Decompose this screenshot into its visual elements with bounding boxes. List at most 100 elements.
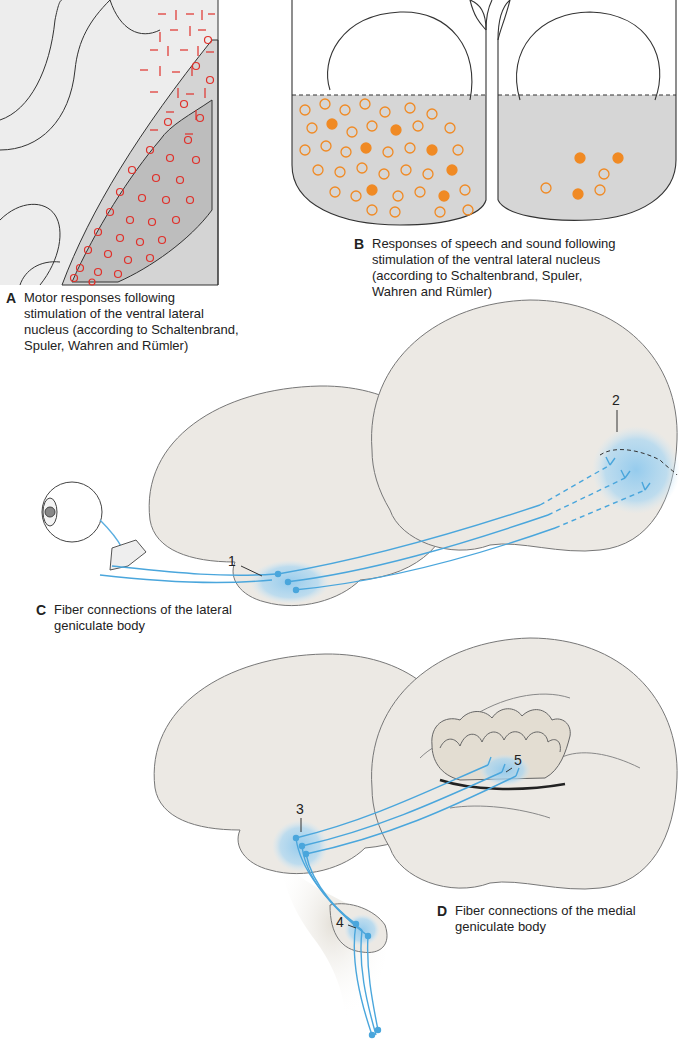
opened-insula-part [440, 732, 560, 752]
visual-fibers-part [276, 572, 281, 577]
motor-response-points-part [95, 229, 102, 236]
motor-response-points-part [181, 101, 188, 108]
motor-response-points-part [207, 77, 214, 84]
speech-response-points-part [541, 183, 551, 193]
leader-lines-part [241, 566, 262, 576]
visual-fibers-part [606, 457, 650, 490]
motor-response-dashes-part [172, 71, 180, 72]
coronal-section-part [486, 0, 510, 200]
motor-response-points-part [117, 235, 124, 242]
panel-caption: Responses of speech and sound following … [372, 236, 622, 300]
brain-lateral-view [372, 300, 679, 551]
visual-fibers-part [555, 490, 645, 528]
motor-response-points-part [173, 217, 180, 224]
motor-response-dashes-part [185, 133, 193, 134]
speech-response-points-part [573, 189, 583, 199]
speech-response-points-part [321, 141, 331, 151]
motor-response-points-part [89, 279, 95, 285]
callout-number: 3 [296, 801, 304, 817]
brain-lateral-view-part [420, 694, 640, 818]
callout-number: 4 [336, 914, 344, 930]
speech-response-points-part [415, 187, 425, 197]
panel-letter: C [36, 602, 46, 618]
speech-response-points-part [335, 167, 345, 177]
speech-response-points-part [320, 99, 330, 109]
motor-response-dashes-part [206, 51, 214, 52]
leader-lines [241, 410, 617, 576]
motor-response-points-part [205, 37, 212, 44]
motor-response-points-part [117, 189, 124, 196]
motor-response-dashes [140, 10, 215, 134]
brain-lateral-view [372, 638, 678, 889]
coronal-section-part [292, 0, 486, 225]
auditory-fibers-part [354, 922, 359, 927]
motor-response-points-part [177, 177, 184, 184]
auditory-fibers-part [366, 934, 371, 939]
coronal-section-part [498, 0, 676, 220]
brainstem [280, 860, 387, 1020]
speech-response-points-part [439, 191, 449, 201]
motor-response-points-part [129, 167, 136, 174]
auditory-fibers-part [368, 936, 378, 1030]
speech-response-points [300, 99, 623, 217]
speech-response-points-part [307, 123, 317, 133]
callout-number: 2 [612, 392, 620, 408]
motor-response-points-part [107, 209, 114, 216]
panel-caption: Fiber connections of the lateral genicul… [54, 602, 254, 634]
speech-response-points-part [427, 109, 437, 119]
speech-response-points-part [367, 121, 377, 131]
motor-response-dashes-part [150, 129, 158, 130]
motor-response-dashes-part [180, 49, 188, 50]
visual-fibers-part [100, 575, 272, 582]
motor-response-dashes-part [159, 32, 160, 42]
eye-part [110, 540, 146, 570]
speech-response-points-part [390, 207, 400, 217]
speech-response-points-part [341, 147, 351, 157]
auditory-fibers-part [294, 836, 299, 841]
thalamus-section-part [0, 204, 60, 285]
thalamus-section-part [62, 40, 218, 285]
auditory-fibers-part [302, 772, 502, 846]
auditory-fibers-part [296, 838, 356, 924]
coronal-section-part [292, 94, 486, 95]
speech-response-points-part [380, 107, 390, 117]
motor-response-points-part [193, 157, 200, 164]
opened-insula [432, 709, 570, 789]
speech-response-points-part [413, 121, 423, 131]
eye-part [42, 482, 102, 542]
auditory-fibers-part [306, 776, 516, 854]
panel-caption: Motor responses following stimulation of… [24, 290, 239, 354]
panel-letter: A [6, 290, 16, 306]
motor-response-points-part [197, 115, 204, 122]
eye [42, 482, 146, 570]
auditory-fibers-part [361, 930, 376, 1035]
motor-response-points-part [115, 271, 122, 278]
coronal-section [292, 0, 676, 225]
coronal-section-part [498, 94, 676, 95]
thalamus-section-part [110, 0, 160, 34]
speech-response-points-part [347, 127, 357, 137]
motor-response-points-part [187, 197, 194, 204]
motor-response-dashes-part [170, 29, 178, 30]
speech-response-points-part [360, 99, 370, 109]
motor-response-points-part [85, 247, 92, 254]
callout-number: 1 [228, 553, 236, 569]
speech-response-points-part [367, 185, 377, 195]
speech-response-points-part [575, 153, 585, 163]
leader-lines-part [506, 768, 512, 772]
thalamus-section-part [0, 0, 110, 150]
motor-response-dashes-part [197, 46, 198, 56]
auditory-fibers-part [370, 1033, 375, 1038]
motor-response-dashes-part [150, 49, 158, 50]
motor-response-dashes-part [198, 29, 206, 30]
speech-response-points-part [595, 185, 605, 195]
thalamus-section-part [72, 100, 212, 282]
leader-lines-part [617, 410, 618, 432]
visual-fibers-part [294, 528, 555, 590]
brain-lateral-view-part [592, 426, 679, 514]
leader-lines-part [301, 818, 302, 832]
speech-response-points-part [447, 165, 457, 175]
visual-fibers [100, 457, 650, 604]
motor-response-points-part [159, 237, 166, 244]
